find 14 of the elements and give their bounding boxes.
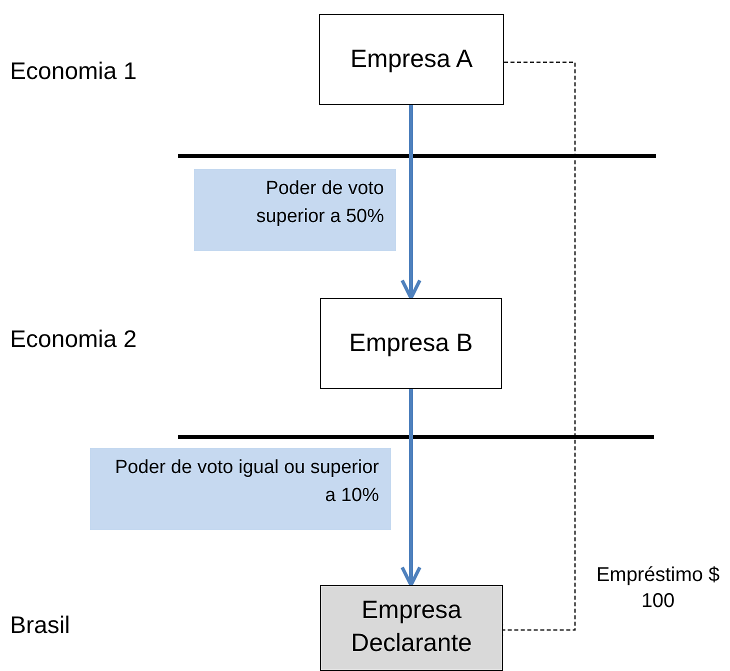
company-box (320, 298, 502, 389)
edge-label: Empréstimo $ 100 (595, 563, 721, 614)
edge-label: Poder de voto igual ou superior a 10% (90, 448, 391, 530)
company-name: Empresa B (349, 328, 473, 360)
edge-label: Poder de voto superior a 50% (194, 169, 396, 251)
region-label: Economia 1 (10, 58, 137, 86)
company-name: Empresa Declarante (350, 595, 473, 658)
company-box (319, 14, 504, 105)
arrow (400, 389, 422, 587)
company-box (320, 585, 503, 671)
company-name: Empresa A (350, 44, 473, 76)
region-label: Economia 2 (10, 326, 137, 354)
region-label: Brasil (10, 612, 70, 640)
arrow (400, 105, 422, 300)
